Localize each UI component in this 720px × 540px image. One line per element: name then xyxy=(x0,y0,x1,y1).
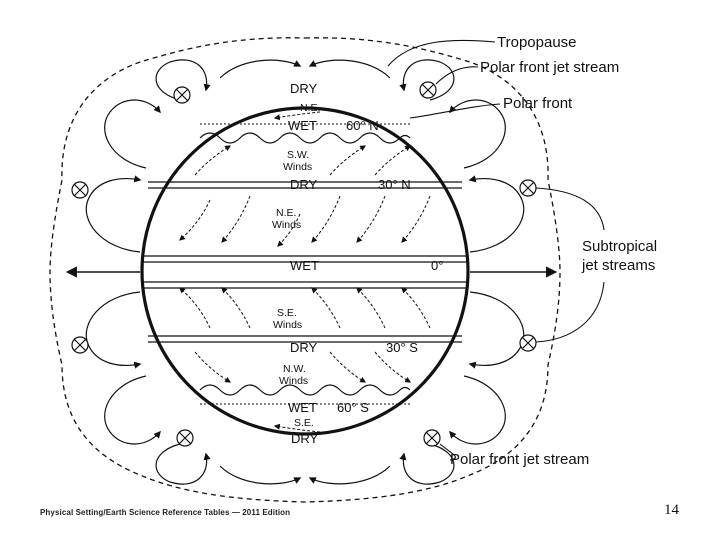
page-number: 14 xyxy=(664,502,679,518)
zone-dry-30s: DRY xyxy=(290,340,318,355)
zone-dry-30n: DRY xyxy=(290,177,318,192)
zone-wet-60n: WET xyxy=(288,118,317,133)
latitude-lines xyxy=(142,123,468,405)
jet-stream-icon xyxy=(173,86,191,104)
zone-lat-30s: 30° S xyxy=(386,340,418,355)
zone-dry-top: DRY xyxy=(290,81,318,96)
jet-stream-icon xyxy=(519,334,537,352)
jet-stream-icon xyxy=(519,179,537,197)
callout-polar-jet-top: Polar front jet stream xyxy=(480,59,619,76)
jet-stream-icon xyxy=(419,81,437,99)
jet-stream-icon xyxy=(423,429,441,447)
jet-stream-icon xyxy=(71,336,89,354)
zone-lat-30n: 30° N xyxy=(378,177,411,192)
zone-lat-0: 0° xyxy=(431,258,443,273)
jet-stream-symbols xyxy=(71,81,537,447)
zone-ne-1: N.E. xyxy=(276,207,296,219)
jet-stream-icon xyxy=(71,181,89,199)
callout-polar-front: Polar front xyxy=(503,95,573,112)
jet-stream-icon xyxy=(176,429,194,447)
zone-wet-equator: WET xyxy=(290,258,319,273)
circulation-cells xyxy=(85,59,525,485)
callout-subtropical-2: jet streams xyxy=(581,257,655,274)
zone-nw-2: Winds xyxy=(279,375,308,387)
zone-lat-60n: 60° N xyxy=(346,118,379,133)
source-footer: Physical Setting/Earth Science Reference… xyxy=(40,508,291,517)
callout-subtropical-1: Subtropical xyxy=(582,238,657,255)
earth-circle xyxy=(140,106,470,436)
callout-polar-jet-bottom: Polar front jet stream xyxy=(450,451,589,468)
zone-se-1: S.E. xyxy=(277,307,297,319)
callout-tropopause: Tropopause xyxy=(497,34,577,51)
surface-wind-arrows xyxy=(179,111,431,433)
callout-leaders xyxy=(387,39,605,461)
zone-nw-1: N.W. xyxy=(283,363,306,375)
zone-ne-2: Winds xyxy=(272,219,301,231)
zone-dry-bottom: DRY xyxy=(291,431,319,446)
tropopause-boundary xyxy=(49,37,561,503)
zone-wet-60s: WET xyxy=(288,400,317,415)
zone-sw-2: Winds xyxy=(283,161,312,173)
zone-se-2: Winds xyxy=(273,319,302,331)
zone-ne-top: N.E. xyxy=(300,102,320,114)
zone-lat-60s: 60° S xyxy=(337,400,369,415)
zone-se-bottom: S.E. xyxy=(294,417,314,429)
zone-sw-1: S.W. xyxy=(287,149,309,161)
